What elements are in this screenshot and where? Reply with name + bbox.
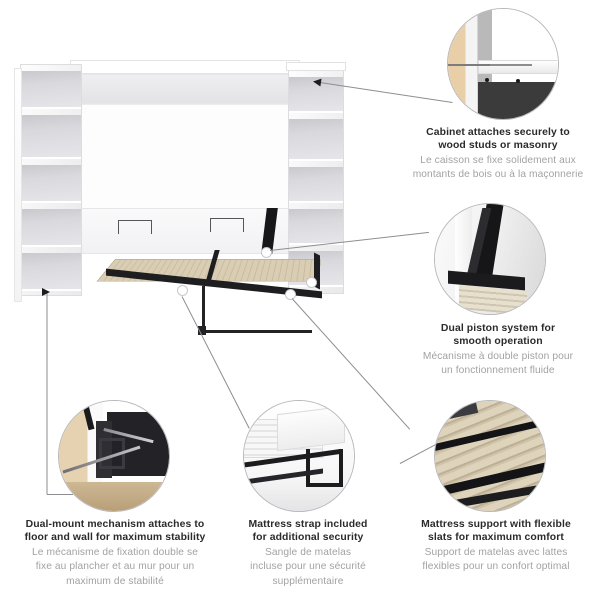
caption-cabinet-attachment: Cabinet attaches securely to wood studs … (396, 126, 600, 182)
piston-hardware-left (118, 220, 152, 234)
caption-dualmount-title-line2: floor and wall for maximum stability (24, 532, 206, 544)
main-product-illustration (14, 58, 374, 348)
cabinet-top-board (70, 60, 300, 74)
dual-mount-photo (59, 401, 169, 511)
connector-arrow-dualmount (42, 288, 50, 296)
caption-cabinet-fr-line1: Le caisson se fixe solidement aux (420, 154, 576, 166)
caption-dual-mount: Dual-mount mechanism attaches to floor a… (2, 518, 228, 588)
caption-dual-piston: Dual piston system for smooth operation … (396, 322, 600, 378)
mattress-frame-leg (305, 449, 343, 487)
cabinet-header-panel (74, 74, 296, 104)
left-bookcase (20, 64, 82, 296)
caption-dualmount-fr-line3: maximum de stabilité (66, 575, 164, 587)
caption-piston-fr-line1: Mécanisme à double piston pour (422, 350, 574, 362)
connector-line-dualmount-vertical (46, 292, 48, 495)
caption-cabinet-title-line2: wood studs or masonry (438, 140, 558, 152)
left-shelf-3 (21, 165, 81, 203)
cabinet-bracket-shelf (477, 59, 558, 74)
cabinet-screw-hole-2 (516, 79, 521, 84)
dual-mount-bracket-body (107, 412, 169, 476)
anchor-dot-piston (261, 247, 272, 258)
caption-cabinet-title-line1: Cabinet attaches securely to (426, 127, 570, 138)
caption-strap-title-line2: for additional security (252, 532, 364, 544)
dual-piston-photo (435, 204, 545, 314)
connector-arrow-cabinet (312, 77, 322, 87)
caption-slats-title-line1: Mattress support with flexible (421, 519, 571, 530)
caption-slats-title-line2: slats for maximum comfort (428, 532, 564, 544)
dual-mount-top-rod (82, 401, 95, 430)
callout-image-dual-mount (58, 400, 170, 512)
callout-image-mattress-strap (243, 400, 355, 512)
mattress-body-right (277, 405, 346, 452)
cabinet-wall-screw (448, 64, 492, 66)
bed-support-leg-vertical (202, 286, 205, 334)
anchor-dot-slats (306, 277, 317, 288)
caption-strap-fr-line2: incluse pour une sécurité (250, 561, 366, 573)
piston-hardware-right (210, 218, 244, 232)
flexible-slats-photo (435, 401, 545, 511)
caption-strap-fr-line3: supplémentaire (272, 575, 344, 587)
left-shelf-4 (21, 209, 81, 247)
callout-image-flexible-slats (434, 400, 546, 512)
right-shelf-3 (289, 167, 343, 203)
caption-strap-title-line1: Mattress strap included (248, 519, 368, 530)
dual-mount-floor (59, 482, 169, 511)
caption-cabinet-fr-line2: montants de bois ou à la maçonnerie (412, 169, 584, 181)
caption-strap-fr-line1: Sangle de matelas (264, 546, 352, 558)
mattress-strap-photo (244, 401, 354, 511)
left-shelf-1 (21, 71, 81, 109)
right-shelf-1 (289, 77, 343, 113)
bed-support-leg-foot-cap (198, 326, 206, 335)
caption-piston-title-line1: Dual piston system for (440, 323, 556, 334)
cabinet-lower-face (76, 208, 294, 254)
caption-mattress-strap: Mattress strap included for additional s… (228, 518, 388, 588)
left-bookcase-side (14, 68, 22, 302)
caption-slats-fr-line2: flexibles pour un confort optimal (422, 561, 570, 573)
callout-image-cabinet-attachment (447, 8, 559, 120)
anchor-dot-mattress-strap (177, 285, 188, 296)
caption-piston-fr-line2: un fonctionnement fluide (441, 365, 555, 377)
left-shelf-5 (21, 253, 81, 291)
callout-image-dual-piston (434, 203, 546, 315)
cabinet-shadow-underside (477, 81, 558, 119)
right-bookcase-top (286, 62, 346, 71)
right-shelf-4 (289, 209, 343, 245)
bed-support-leg-foot (200, 330, 312, 333)
caption-dualmount-title-line1: Dual-mount mechanism attaches to (25, 519, 205, 530)
right-shelf-2 (289, 119, 343, 161)
cabinet-screw-hole-1 (485, 78, 490, 83)
cabinet-bracket-screw (489, 64, 532, 66)
caption-dualmount-fr-line2: fixe au plancher et au mur pour un (35, 561, 195, 573)
anchor-dot-bed-front (285, 289, 296, 300)
left-shelf-2 (21, 115, 81, 159)
caption-dualmount-fr-line1: Le mécanisme de fixation double se (32, 546, 198, 558)
caption-slats-fr-line1: Support de matelas avec lattes (424, 546, 568, 558)
cabinet-attachment-photo (448, 9, 558, 119)
caption-piston-title-line2: smooth operation (453, 336, 543, 348)
caption-flexible-slats: Mattress support with flexible slats for… (392, 518, 600, 574)
